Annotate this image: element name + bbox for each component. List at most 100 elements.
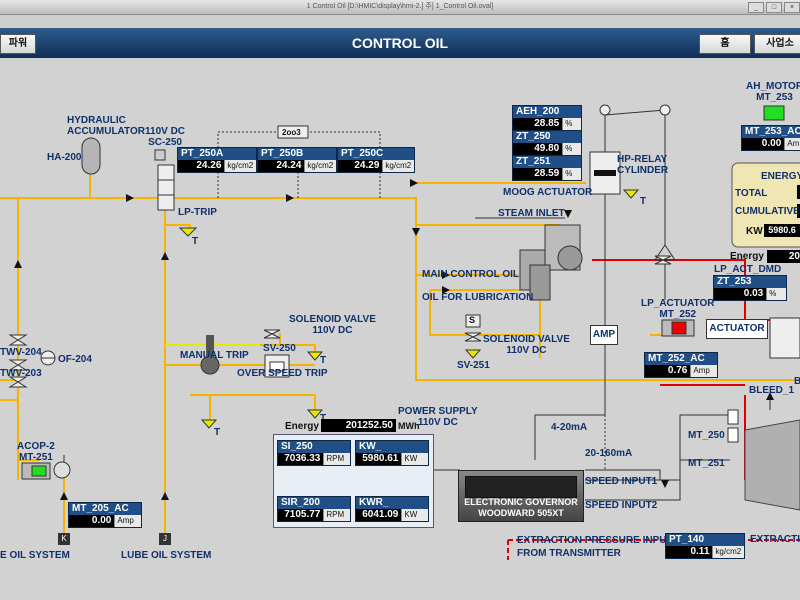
pt250c-name: PT_250C xyxy=(341,148,384,159)
pt250b-value: 24.24 xyxy=(258,160,305,172)
t-label-overspeed: T xyxy=(320,413,326,424)
hydraulic-accumulator-label: HYDRAULIC ACCUMULATOR xyxy=(67,115,145,137)
kw-value: 5980.6 xyxy=(764,224,800,237)
office-button[interactable]: 사업소 xyxy=(754,34,800,54)
mt252ac-value: 0.76 xyxy=(645,365,691,377)
kwr-name: KWR_ xyxy=(359,497,389,508)
moog-actuator-label: MOOG ACTUATOR xyxy=(503,187,593,198)
sir200-unit: RPM xyxy=(323,509,350,521)
zt253-unit: % xyxy=(766,288,786,300)
si250-unit: RPM xyxy=(323,453,350,465)
pt250c-unit: kg/cm2 xyxy=(382,160,414,172)
mt253ac-unit: Am xyxy=(784,138,800,150)
zt253-value: 0.03 xyxy=(714,288,767,300)
ha200-label: HA-200 xyxy=(47,152,82,163)
kw-label: KW xyxy=(746,226,763,237)
page-title: CONTROL OIL xyxy=(351,35,449,51)
sv250-label: SV-250 xyxy=(263,343,296,354)
hp-relay-cylinder-label: HP-RELAY CYLINDER xyxy=(617,154,669,176)
solenoid-sv251-label: SOLENOID VALVE 110V DC xyxy=(483,334,570,356)
zt250-unit: % xyxy=(562,143,581,155)
sv251-label: SV-251 xyxy=(457,360,490,371)
energy-value: 201252.50 xyxy=(321,419,396,432)
t-label-hp-relay: T xyxy=(640,196,647,207)
energy-panel-title: ENERGY xyxy=(761,171,800,182)
energy-unit: MWh xyxy=(398,421,420,431)
t-label-sv250: T xyxy=(320,355,327,366)
20-160ma-label: 20-160mA xyxy=(585,448,633,459)
kw-unit: KW xyxy=(401,453,428,465)
4-20ma-label: 4-20mA xyxy=(551,422,588,433)
zt251-unit: % xyxy=(562,168,581,180)
aeh200-display[interactable]: AEH_200 28.85% xyxy=(512,105,582,131)
zt250-display[interactable]: ZT_250 49.80% xyxy=(512,130,582,156)
si250-name: SI_250 xyxy=(281,441,313,452)
mt251-label: MT_251 xyxy=(688,458,725,469)
total-label: TOTAL xyxy=(735,188,768,199)
energy-right-label: Energy xyxy=(730,251,764,262)
pt250a-value: 24.26 xyxy=(178,160,225,172)
minimize-button[interactable]: _ xyxy=(748,2,764,13)
t-label-lp-trip: T xyxy=(192,236,199,247)
power-supply-label: POWER SUPPLY 110V DC xyxy=(398,406,478,428)
s-solenoid-label: S xyxy=(469,315,476,325)
electronic-governor[interactable]: ELECTRONIC GOVERNOR WOODWARD 505XT xyxy=(458,470,584,522)
cumulative-label: CUMULATIVE xyxy=(735,206,800,217)
speed-input2-label: SPEED INPUT2 xyxy=(585,500,658,511)
maximize-button[interactable]: □ xyxy=(766,2,782,13)
acop2-label: ACOP-2 MT-251 xyxy=(17,441,55,463)
kw-name: KW_ xyxy=(359,441,382,452)
steam-inlet-label: STEAM INLET xyxy=(498,208,565,219)
pt140-value: 0.11 xyxy=(666,546,713,558)
pt250a-name: PT_250A xyxy=(181,148,224,159)
mt205ac-name: MT_205_AC xyxy=(72,503,129,514)
aeh200-unit: % xyxy=(562,118,581,130)
pt250b-name: PT_250B xyxy=(261,148,304,159)
t-label-manual-trip: T xyxy=(214,427,221,438)
lp-actuator-label: LP_ACTUATOR MT_252 xyxy=(641,298,715,320)
pt140-name: PT_140 xyxy=(669,534,705,545)
aeh200-value: 28.85 xyxy=(513,118,563,130)
energy-right-value: 20 xyxy=(767,250,800,263)
twv204-label: TWV-204 xyxy=(0,347,42,358)
home-button[interactable]: 홈 xyxy=(699,34,751,54)
amp-box: AMP xyxy=(590,325,618,345)
mt250-label: MT_250 xyxy=(688,430,725,441)
mt252ac-name: MT_252_AC xyxy=(648,353,705,364)
zt253-display[interactable]: ZT_253 0.03% xyxy=(713,275,787,301)
kwr-unit: KW xyxy=(401,509,428,521)
pt250b-unit: kg/cm2 xyxy=(304,160,336,172)
sir200-name: SIR_200 xyxy=(281,497,320,508)
bleed1-label: BLEED_1 xyxy=(749,385,795,396)
over-speed-trip-label: OVER SPEED TRIP xyxy=(237,368,328,379)
zt253-name: ZT_253 xyxy=(717,276,752,287)
zt251-name: ZT_251 xyxy=(516,156,551,167)
kwr-value: 6041.09 xyxy=(356,509,402,521)
governor-label: ELECTRONIC GOVERNOR WOODWARD 505XT xyxy=(464,497,578,518)
energy-label: Energy xyxy=(285,421,319,432)
lp-trip-label: LP-TRIP xyxy=(178,207,217,218)
ah-motor-label: AH_MOTOR MT_253 xyxy=(746,81,800,103)
zt250-name: ZT_250 xyxy=(516,131,551,142)
zt251-display[interactable]: ZT_251 28.59% xyxy=(512,155,582,181)
lube-oil-system-center-label: LUBE OIL SYSTEM xyxy=(121,550,212,561)
sir200-value: 7105.77 xyxy=(278,509,324,521)
zt250-value: 49.80 xyxy=(513,143,563,155)
plant-button[interactable]: 파워 xyxy=(0,34,36,54)
manual-trip-label: MANUAL TRIP xyxy=(180,350,249,361)
extraction-pressure-label: EXTRACTION PRESSURE INPUT FROM TRANSMITT… xyxy=(517,535,673,559)
zt251-value: 28.59 xyxy=(513,168,563,180)
si250-value: 7036.33 xyxy=(278,453,324,465)
main-control-oil-label: MAIN CONTROL OIL xyxy=(422,269,520,280)
